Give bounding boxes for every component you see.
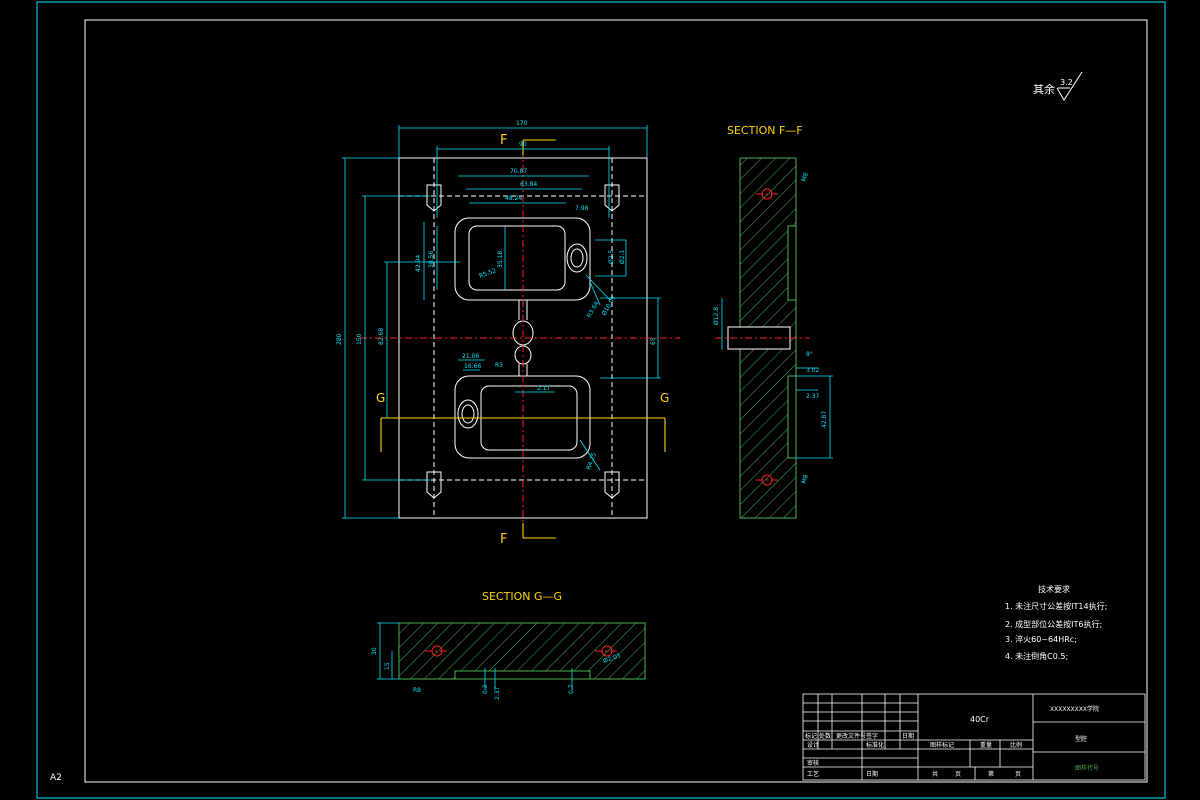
dim-cav-h3: 35.18 <box>497 251 504 268</box>
tech-heading: 技术要求 <box>1038 584 1070 594</box>
dim-d1: Ø2.5 <box>608 250 615 264</box>
dim-h82: 82.68 <box>378 328 385 345</box>
tb-label-standard: 标准化 <box>866 741 884 749</box>
section-mark-g-left: G <box>376 391 385 405</box>
dim-r-small: R3.64 <box>586 300 601 319</box>
sheet-trim-border <box>36 1 1166 799</box>
tb-label-sign: 签字 <box>866 732 878 740</box>
drawing-frame <box>84 19 1148 783</box>
dim-overall-width: 170 <box>516 120 528 127</box>
dim-cavity-w2: 63.84 <box>520 181 537 188</box>
gg-dim-a: 0.2 <box>482 684 489 694</box>
tech-item-1: 1. 未注尺寸公差按IT14执行; <box>1005 601 1107 611</box>
sheet-size-label: A2 <box>50 773 62 783</box>
tb-label-page1: 页 <box>955 771 961 778</box>
dim-inner-height: 150 <box>356 333 363 345</box>
gg-dim-h30: 30 <box>371 647 378 655</box>
dim-cavity-w1: 70.87 <box>510 168 527 175</box>
ff-dim-top: M8 <box>800 172 810 183</box>
dim-low-w1: 21.06 <box>462 353 479 360</box>
tb-label-review: 审核 <box>807 759 819 767</box>
tb-label-change: 更改文件号 <box>836 732 866 740</box>
ff-dim-a: 3.02 <box>806 367 820 374</box>
tb-material: 40Cr <box>970 715 990 724</box>
tb-label-drawing-mark: 图样标记 <box>930 741 954 749</box>
tb-label-no: 第 <box>988 770 994 778</box>
ff-dim-c: 42.87 <box>821 411 828 428</box>
section-line-f <box>522 139 556 539</box>
tech-requirements: 技术要求 1. 未注尺寸公差按IT14执行; 2. 成型部位公差按IT6执行; … <box>1005 584 1107 661</box>
main-dimension-lines <box>342 125 661 519</box>
section-ff-title: SECTION F—F <box>727 124 803 137</box>
roughness-prefix: 其余 <box>1033 82 1055 96</box>
tech-item-3: 3. 淬火60~64HRc; <box>1005 634 1077 644</box>
tech-item-2: 2. 成型部位公差按IT6执行; <box>1005 619 1102 629</box>
gg-dim-c: 0.7 <box>568 684 575 694</box>
main-view: F F G G <box>336 120 680 547</box>
roughness-value: 3.2 <box>1060 78 1073 87</box>
tb-label-scale: 比例 <box>1010 741 1022 749</box>
section-ff: SECTION F—F Ø12.8 8° 3.02 2.37 42.87 M8 … <box>713 124 833 519</box>
section-line-g <box>380 417 666 452</box>
section-mark-g-right: G <box>660 391 669 405</box>
dim-cav-h1: 42.94 <box>415 255 422 272</box>
ff-dim-hole: Ø12.8 <box>713 307 720 325</box>
dim-low-d: 2.17 <box>537 385 551 392</box>
title-block: 标记 处数 更改文件号 签字 日期 设计 标准化 审核 工艺 日期 40Cr 图… <box>802 693 1146 781</box>
tb-label-craft: 工艺 <box>807 770 819 778</box>
dim-low-w2: 16.66 <box>464 363 481 370</box>
tb-label-date2: 日期 <box>866 770 878 778</box>
dim-cavity-w3: 48.24 <box>505 195 522 202</box>
dim-cav-h2: 38.56 <box>428 251 435 268</box>
section-gg: SECTION G—G 30 15 R8 0.2 2.37 0.7 Ø2.05 <box>371 590 646 700</box>
tb-label-date: 日期 <box>902 732 914 740</box>
tb-school: XXXXXXXXX学院 <box>1050 705 1099 713</box>
dim-low-r: R4.25 <box>585 452 598 471</box>
roughness-check-icon <box>1056 71 1083 101</box>
dim-d2: Ø2.1 <box>619 250 626 264</box>
dim-c-w: 7.98 <box>575 205 589 212</box>
dim-h65: 65 <box>650 337 657 345</box>
section-mark-f-bottom: F <box>500 532 507 547</box>
ff-dim-b: 2.37 <box>806 393 820 400</box>
tb-label-design: 设计 <box>807 741 819 749</box>
dim-angle: R3 <box>495 362 503 369</box>
tb-drawing-no: 图样代号 <box>1075 764 1099 772</box>
tb-label-page2: 页 <box>1015 771 1021 778</box>
dim-inner-width: 90 <box>519 141 527 148</box>
tb-label-total: 共 <box>932 770 938 778</box>
ff-dim-bot: M8 <box>800 474 810 485</box>
roughness-symbol: 其余 3.2 <box>1033 71 1083 101</box>
tb-label-weight: 重量 <box>980 741 992 749</box>
dim-overall-height: 280 <box>336 333 343 345</box>
gg-dim-b: 2.37 <box>494 686 501 700</box>
section-gg-title: SECTION G—G <box>482 590 562 603</box>
tb-label-count: 处数 <box>819 732 831 740</box>
dim-r-radius: R5.52 <box>478 267 497 280</box>
tech-item-4: 4. 未注倒角C0.5; <box>1005 651 1068 661</box>
tb-label-mark: 标记 <box>805 732 817 740</box>
section-mark-f-top: F <box>500 133 507 148</box>
gg-dim-r1: R8 <box>413 687 421 694</box>
gg-dim-h15: 15 <box>384 662 391 670</box>
tb-part-name: 型腔 <box>1075 735 1087 743</box>
ff-dim-angle: 8° <box>806 351 813 358</box>
